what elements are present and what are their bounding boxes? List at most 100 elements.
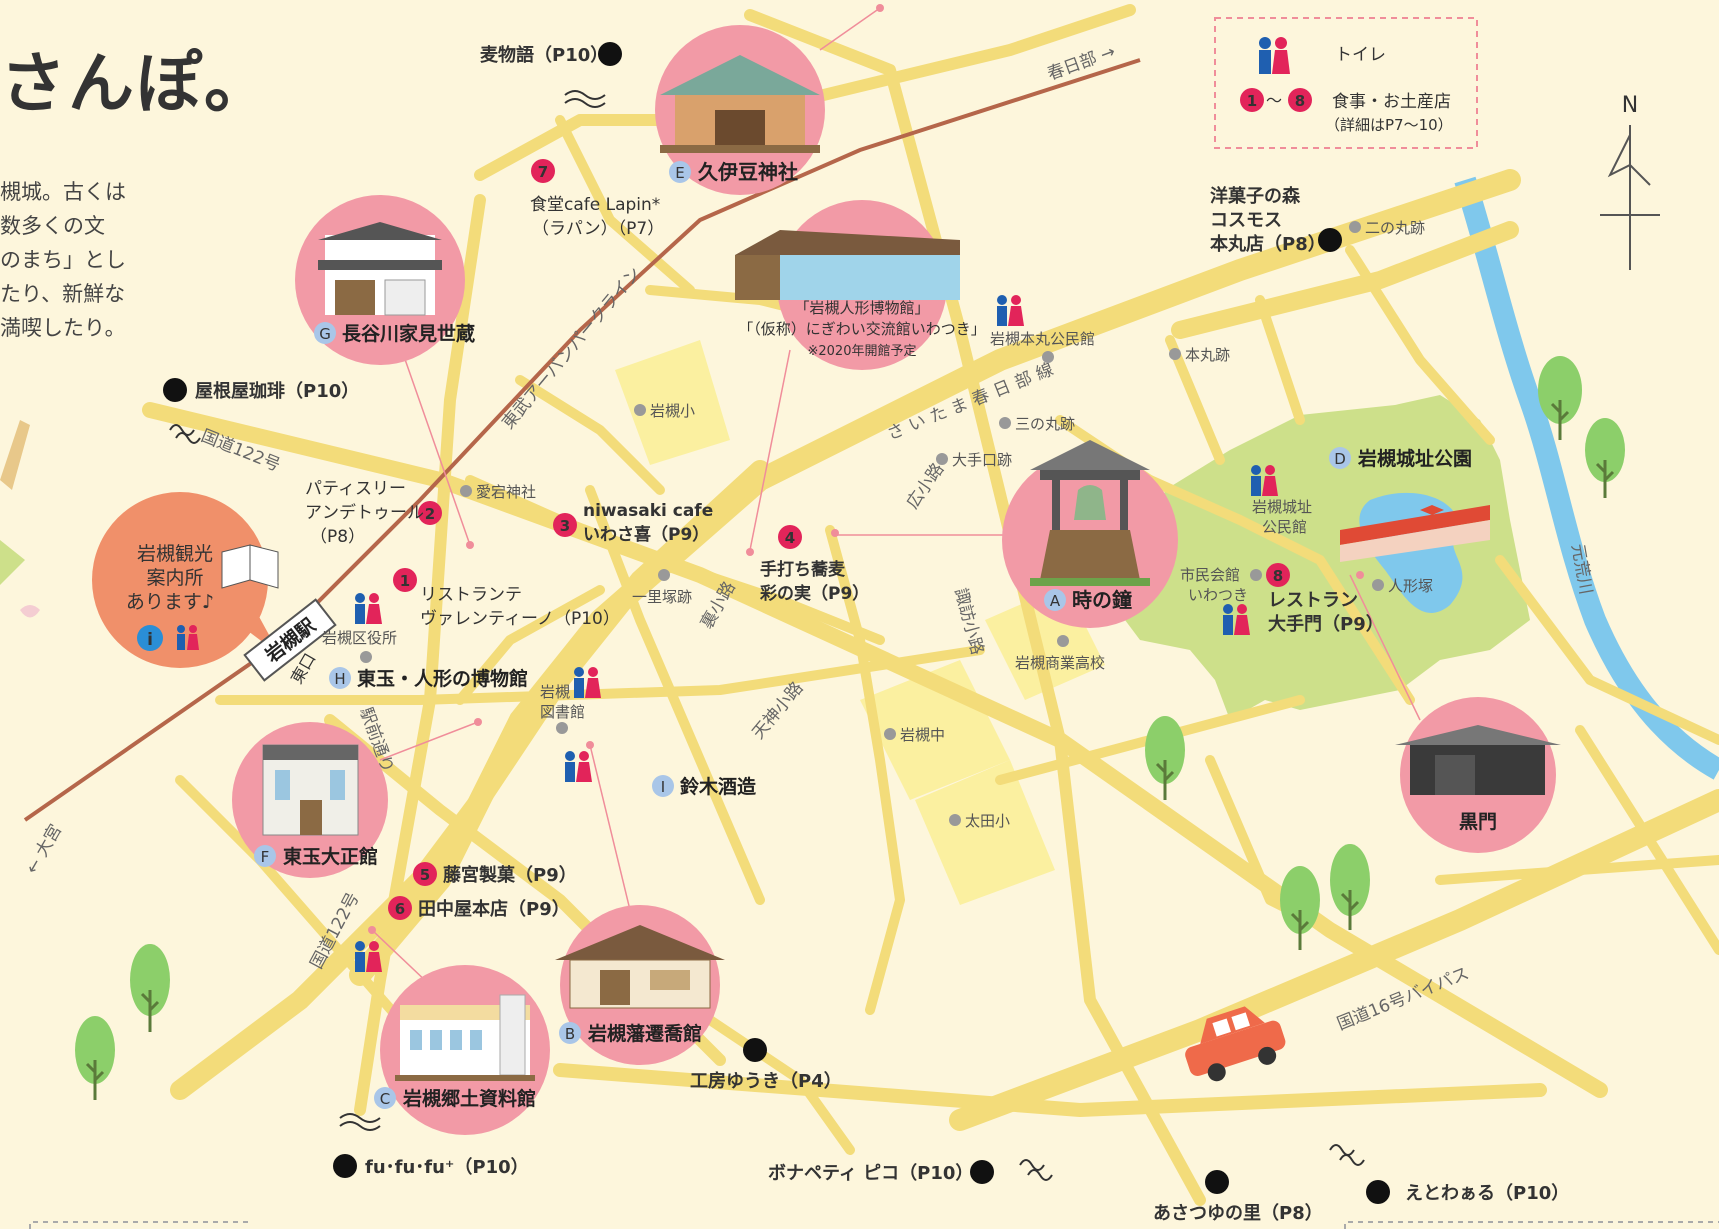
landmark-name-line: 岩槻城址 xyxy=(1252,498,1312,516)
landmark-name: 二の丸跡 xyxy=(1365,219,1425,237)
sight-label-g[interactable]: G 長谷川家見世蔵 xyxy=(314,322,475,345)
shop-name-line: 本丸店（P8） xyxy=(1210,233,1326,255)
shop-name-line: 大手門（P9） xyxy=(1268,613,1384,635)
legend: トイレ 1 ～ 8 食事・お土産店 （詳細はP7～10） xyxy=(1214,17,1478,149)
sight-name: 東玉大正館 xyxy=(283,845,378,868)
shop-name: fu･fu･fu⁺（P10） xyxy=(365,1157,529,1178)
shop-fufufu[interactable]: fu･fu･fu⁺（P10） xyxy=(333,1154,529,1178)
landmark-name: 岩槻中 xyxy=(900,726,945,744)
shop-number: 3 xyxy=(560,517,570,535)
landmark-ichirizuka[interactable]: 一里塚跡 xyxy=(632,569,692,606)
landmark-name: 岩槻商業高校 xyxy=(1015,654,1105,672)
landmark-ningyozuka[interactable]: 人形塚 xyxy=(1372,577,1433,595)
shop-number: 4 xyxy=(785,529,795,547)
sight-e-kuizu-shrine[interactable] xyxy=(655,25,825,195)
shop-name-line: ヴァレンティーノ（P10） xyxy=(420,609,620,629)
sight-g-hasegawa[interactable] xyxy=(295,195,465,365)
landmark-name: 太田小 xyxy=(965,812,1010,830)
landmark-name-line: 岩槻 xyxy=(540,683,570,701)
shop-mugi-monogatari[interactable]: 麦物語（P10） xyxy=(480,42,622,66)
landmark-name-line: 市民会館 xyxy=(1180,566,1240,584)
landmark-iwatsuki-jhs[interactable]: 岩槻中 xyxy=(884,726,945,744)
landmark-honmaru-kominkan[interactable]: 岩槻本丸公民館 xyxy=(990,330,1095,363)
info-icon: i xyxy=(137,625,163,651)
shop-number: 2 xyxy=(425,505,435,523)
landmark-ward-office[interactable]: 岩槻区役所 xyxy=(322,629,397,663)
page-title: さんぽ。 xyxy=(0,45,272,122)
sight-letter: G xyxy=(319,325,331,343)
landmark-ota-es[interactable]: 太田小 xyxy=(949,812,1010,830)
museum-line: ※2020年開館予定 xyxy=(808,344,917,359)
landmark-ninomaru[interactable]: 二の丸跡 xyxy=(1349,219,1425,237)
sight-name: 長谷川家見世蔵 xyxy=(342,322,475,345)
shop-asatsuyu-no-sato[interactable]: あさつゆの里（P8） xyxy=(1153,1170,1323,1224)
landmark-name: 岩槻区役所 xyxy=(322,629,397,647)
sight-letter-badge xyxy=(374,1087,396,1109)
sight-letter: B xyxy=(565,1025,575,1043)
shop-name-line: コスモス xyxy=(1210,210,1282,231)
intro-line: たり、新鮮な xyxy=(0,282,126,306)
sight-b-senkyokan[interactable] xyxy=(555,905,725,1065)
landmark-honmaru[interactable]: 本丸跡 xyxy=(1169,346,1230,364)
sight-c-kyodo-shiryokan[interactable] xyxy=(380,965,550,1135)
shop-yaneya[interactable]: 屋根屋珈琲（P10） xyxy=(163,378,359,402)
tourist-info-bubble[interactable]: 岩槻観光 案内所 あります♪ i xyxy=(92,492,280,668)
tree-icons xyxy=(75,356,1625,1100)
landmark-iwatsuki-commercial-hs[interactable]: 岩槻商業高校 xyxy=(1015,635,1105,672)
sight-kuromon[interactable] xyxy=(1395,697,1561,853)
landmark-atago-shrine[interactable]: 愛宕神社 xyxy=(460,483,536,501)
sight-letter: H xyxy=(334,670,345,688)
leader-dot xyxy=(876,4,884,12)
legend-range-start: 1 xyxy=(1247,92,1257,110)
shop-etowaal[interactable]: えとわぁる（P10） xyxy=(1366,1180,1569,1204)
bottom-box-left xyxy=(29,1221,250,1229)
sight-museum[interactable] xyxy=(735,200,960,370)
shop-name-line: （P8） xyxy=(310,527,365,547)
river-label: 元荒川 xyxy=(1567,542,1596,596)
decoration-leaf xyxy=(0,540,25,585)
shop-name: 工房ゆうき（P4） xyxy=(690,1070,842,1092)
shop-name-line: 彩の実（P9） xyxy=(759,583,869,604)
museum-label[interactable]: 「岩槻人形博物館」 「（仮称）にぎわい交流館いわつき」 ※2020年開館予定 xyxy=(738,299,986,359)
landmark-iwatsuki-es[interactable]: 岩槻小 xyxy=(634,402,695,420)
landmark-name-line: 図書館 xyxy=(540,703,585,721)
shop-koubou-yuki[interactable]: 工房ゆうき（P4） xyxy=(690,1038,842,1092)
shop-name-line: niwasaki cafe xyxy=(583,501,713,521)
landmark-otemon[interactable]: 大手口跡 xyxy=(936,451,1012,469)
sight-letter-badge xyxy=(1044,589,1066,611)
legend-range-end: 8 xyxy=(1295,92,1305,110)
landmark-sannomaru[interactable]: 三の丸跡 xyxy=(999,415,1075,433)
shop-bonappetit-pico[interactable]: ボナペティ ピコ（P10） xyxy=(768,1160,994,1184)
sight-letter-badge xyxy=(329,667,351,689)
car-icon xyxy=(1185,1006,1286,1082)
sight-letter-badge xyxy=(669,161,691,183)
sight-a-toki-no-kane[interactable] xyxy=(1002,440,1178,628)
landmark-name-line: いわつき xyxy=(1188,586,1248,604)
shop-name-line: 藤宮製菓（P9） xyxy=(443,864,577,886)
kuromon-label[interactable]: 黒門 xyxy=(1459,811,1497,833)
leader-dot xyxy=(466,541,474,549)
sight-letter-badge xyxy=(559,1022,581,1044)
sight-f-togyoku-taisho[interactable] xyxy=(232,722,388,878)
